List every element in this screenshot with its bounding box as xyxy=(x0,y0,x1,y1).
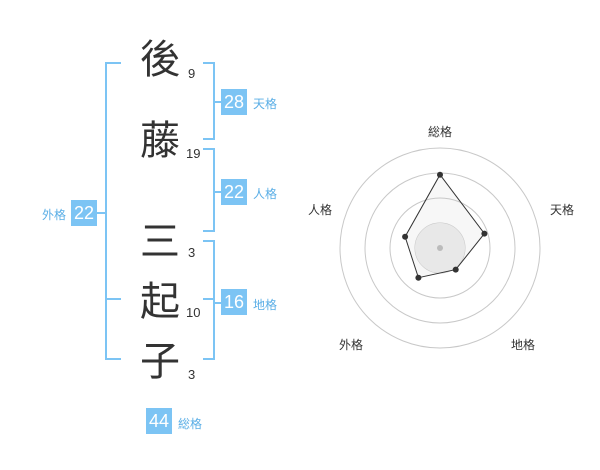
gaikaku-label: 外格 xyxy=(42,208,67,222)
name-char-1: 後 xyxy=(140,37,180,83)
chikaku-bracket-mid-tick xyxy=(203,298,215,300)
radar-axis-label-tenkaku: 天格 xyxy=(550,203,575,217)
stroke-count-1: 9 xyxy=(188,66,196,81)
radar-point-5 xyxy=(402,233,409,240)
gaikaku-bracket xyxy=(105,62,121,360)
radar-series-polygon xyxy=(404,173,486,279)
radar-axis-label-chikaku: 地格 xyxy=(511,338,536,352)
jinkaku-label: 人格 xyxy=(253,187,278,201)
gaikaku-tick xyxy=(96,212,105,214)
gaikaku-badge: 22 xyxy=(71,200,97,226)
radar-point-4 xyxy=(415,274,422,281)
soukaku-label: 総格 xyxy=(178,417,203,431)
jinkaku-bracket xyxy=(203,148,215,232)
name-char-3: 三 xyxy=(140,219,180,265)
radar-chart xyxy=(339,147,541,349)
tenkaku-label: 天格 xyxy=(253,97,278,111)
radar-point-2 xyxy=(481,230,488,237)
stroke-count-2: 19 xyxy=(186,146,201,161)
name-char-2: 藤 xyxy=(140,118,180,164)
chikaku-label: 地格 xyxy=(253,298,278,312)
soukaku-badge: 44 xyxy=(146,408,172,434)
stroke-count-5: 3 xyxy=(188,367,196,382)
stroke-count-3: 3 xyxy=(188,245,196,260)
chikaku-badge: 16 xyxy=(221,289,247,315)
radar-point-3 xyxy=(452,266,459,273)
tenkaku-tick xyxy=(213,101,222,103)
chikaku-tick xyxy=(213,302,222,304)
radar-ring xyxy=(389,197,491,299)
tenkaku-badge: 28 xyxy=(221,89,247,115)
gaikaku-bracket-mid-tick xyxy=(105,298,121,300)
radar-axis-label-soukaku: 総格 xyxy=(428,125,453,139)
stroke-count-4: 10 xyxy=(186,305,201,320)
radar-ring xyxy=(339,147,541,349)
radar-point-1 xyxy=(437,171,443,178)
name-char-4: 起 xyxy=(140,279,180,325)
radar-axis-label-jinkaku: 人格 xyxy=(308,203,333,217)
name-char-5: 子 xyxy=(140,339,180,385)
radar-axis-label-gaikaku: 外格 xyxy=(339,338,364,352)
jinkaku-tick xyxy=(213,191,222,193)
jinkaku-badge: 22 xyxy=(221,179,247,205)
radar-center-point xyxy=(437,245,443,251)
chikaku-bracket xyxy=(203,240,215,360)
